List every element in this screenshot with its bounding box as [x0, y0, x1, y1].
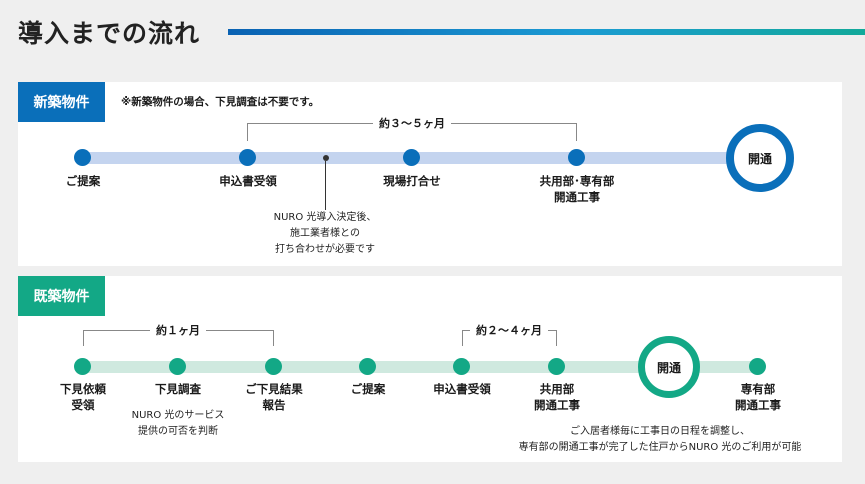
step-dot: [74, 358, 91, 375]
existing-timeline-bar: [83, 361, 759, 373]
page-title: 導入までの流れ: [18, 19, 201, 48]
step-label: 申込書受領: [219, 174, 277, 188]
step-label: 下見調査: [155, 382, 201, 396]
new-build-note: ※新築物件の場合、下見調査は不要です。: [121, 96, 320, 108]
step-dot: [403, 149, 420, 166]
step-label: 専有部開通工事: [735, 382, 781, 412]
step-dot: [74, 149, 91, 166]
step-dot: [169, 358, 186, 375]
step-label: 下見依頼受領: [60, 382, 106, 412]
step-dot: [548, 358, 565, 375]
step-dot: [749, 358, 766, 375]
step-label: 申込書受領: [433, 382, 491, 396]
new-build-panel: 新築物件 ※新築物件の場合、下見調査は不要です。 約３～５ヶ月 開通 ご提案 申…: [18, 82, 842, 266]
callout-text: NURO 光導入決定後、施工業者様との打ち合わせが必要です: [273, 212, 377, 255]
title-rule: [228, 29, 865, 35]
step-label: ご提案: [65, 174, 101, 188]
open-label: 開通: [656, 360, 681, 375]
existing-panel: 既築物件 約１ヶ月 約２～４ヶ月 開通 下見依頼受領 下見調査 ご下見結果報告 …: [18, 276, 842, 462]
step-dot: [239, 149, 256, 166]
open-milestone: 開通: [638, 336, 700, 398]
step-dot: [453, 358, 470, 375]
step-label: 共用部開通工事: [534, 382, 580, 412]
callout-dot: [323, 155, 329, 161]
step-label: 共用部･専有部開通工事: [539, 174, 615, 204]
callout-line: [325, 161, 326, 210]
survey-note: NURO 光のサービス提供の可否を判断: [131, 410, 225, 437]
open-label: 開通: [747, 151, 772, 166]
step-label: 現場打合せ: [383, 174, 441, 188]
new-build-period: 約３～５ヶ月: [373, 115, 451, 131]
existing-period1: 約１ヶ月: [150, 322, 206, 338]
step-label: ご下見結果報告: [245, 382, 303, 412]
step-dot: [359, 358, 376, 375]
step-dot: [568, 149, 585, 166]
existing-tag: 既築物件: [18, 276, 105, 316]
footer-note: ご入居者様毎に工事日の日程を調整し、専有部の開通工事が完了した住戸からNURO …: [518, 426, 802, 453]
step-dot: [265, 358, 282, 375]
new-build-tag: 新築物件: [18, 82, 105, 122]
open-milestone: 開通: [726, 124, 794, 192]
existing-period2: 約２～４ヶ月: [470, 322, 548, 338]
step-label: ご提案: [350, 382, 386, 396]
